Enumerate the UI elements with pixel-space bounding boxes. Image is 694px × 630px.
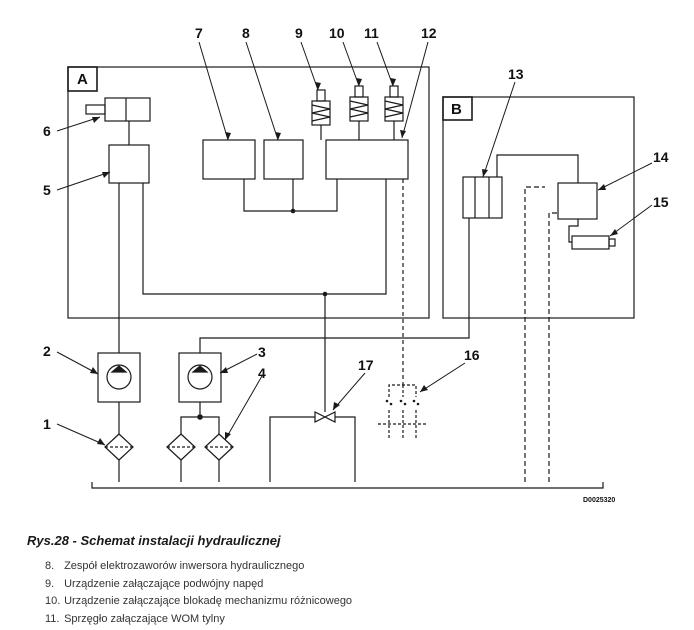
legend-item: 8. Zespół elektrozaworów inwersora hydra… — [45, 558, 352, 576]
cylinder-6 — [85, 97, 151, 122]
section-label-b: B — [451, 101, 462, 118]
block-8 — [263, 139, 304, 180]
block-14 — [557, 182, 598, 220]
label-11: 11 — [364, 25, 379, 41]
label-12: 12 — [421, 25, 437, 41]
block-7 — [202, 139, 256, 180]
label-17: 17 — [358, 357, 374, 373]
drawing-code: D0025320 — [583, 497, 615, 504]
legend-text: Urządzenie załączające blokadę mechanizm… — [64, 595, 353, 607]
block-12 — [325, 139, 409, 180]
filter-4b — [204, 433, 234, 482]
label-13: 13 — [508, 66, 524, 82]
valve-10 — [349, 85, 369, 140]
component-16 — [378, 384, 428, 440]
section-b-tag — [442, 96, 473, 121]
legend-item: 11. Sprzęgło załączające WOM tylny — [45, 611, 352, 629]
block-13 — [462, 176, 503, 219]
section-a-tag — [67, 66, 98, 92]
label-7: 7 — [195, 25, 203, 41]
tank-return-line — [91, 482, 604, 489]
pump-3 — [178, 352, 222, 434]
label-5: 5 — [43, 182, 51, 198]
figure-caption: Rys.28 - Schemat instalacji hydrauliczne… — [27, 533, 281, 548]
label-1: 1 — [43, 416, 51, 432]
label-10: 10 — [329, 25, 345, 41]
cylinder-15 — [568, 219, 616, 250]
valve-17 — [269, 411, 356, 482]
label-9: 9 — [295, 25, 303, 41]
label-16: 16 — [464, 347, 480, 363]
section-a-frame — [67, 66, 430, 319]
legend-num: 9. — [45, 577, 55, 590]
label-2: 2 — [43, 343, 51, 359]
legend-num: 10. — [45, 595, 61, 607]
pump-2 — [97, 352, 141, 434]
filter-4a — [166, 433, 196, 482]
section-b-frame — [442, 96, 635, 319]
block-5 — [108, 144, 150, 184]
legend-list: 8. Zespół elektrozaworów inwersora hydra… — [45, 558, 352, 628]
legend-text: Zespół elektrozaworów inwersora hydrauli… — [64, 560, 305, 572]
label-14: 14 — [653, 149, 669, 165]
label-15: 15 — [653, 194, 669, 210]
label-3: 3 — [258, 344, 266, 360]
label-6: 6 — [43, 123, 51, 139]
legend-text: Urządzenie załączające podwójny napęd — [64, 577, 264, 590]
label-8: 8 — [242, 25, 250, 41]
section-label-a: A — [77, 71, 88, 88]
legend-item: 10. Urządzenie załączające blokadę mecha… — [45, 593, 352, 611]
filter-1 — [104, 433, 134, 482]
legend-num: 8. — [45, 560, 55, 572]
component-16-dots — [385, 399, 420, 406]
legend-item: 9. Urządzenie załączające podwójny napęd — [45, 576, 352, 594]
legend-text: Sprzęgło załączające WOM tylny — [64, 612, 225, 625]
hydraulic-schematic: A B 1 2 3 4 5 6 7 8 9 10 11 12 13 14 15 … — [43, 25, 669, 504]
valve-9 — [311, 89, 331, 140]
valve-11 — [384, 85, 404, 140]
legend-num: 11. — [45, 612, 60, 625]
label-4: 4 — [258, 365, 266, 381]
